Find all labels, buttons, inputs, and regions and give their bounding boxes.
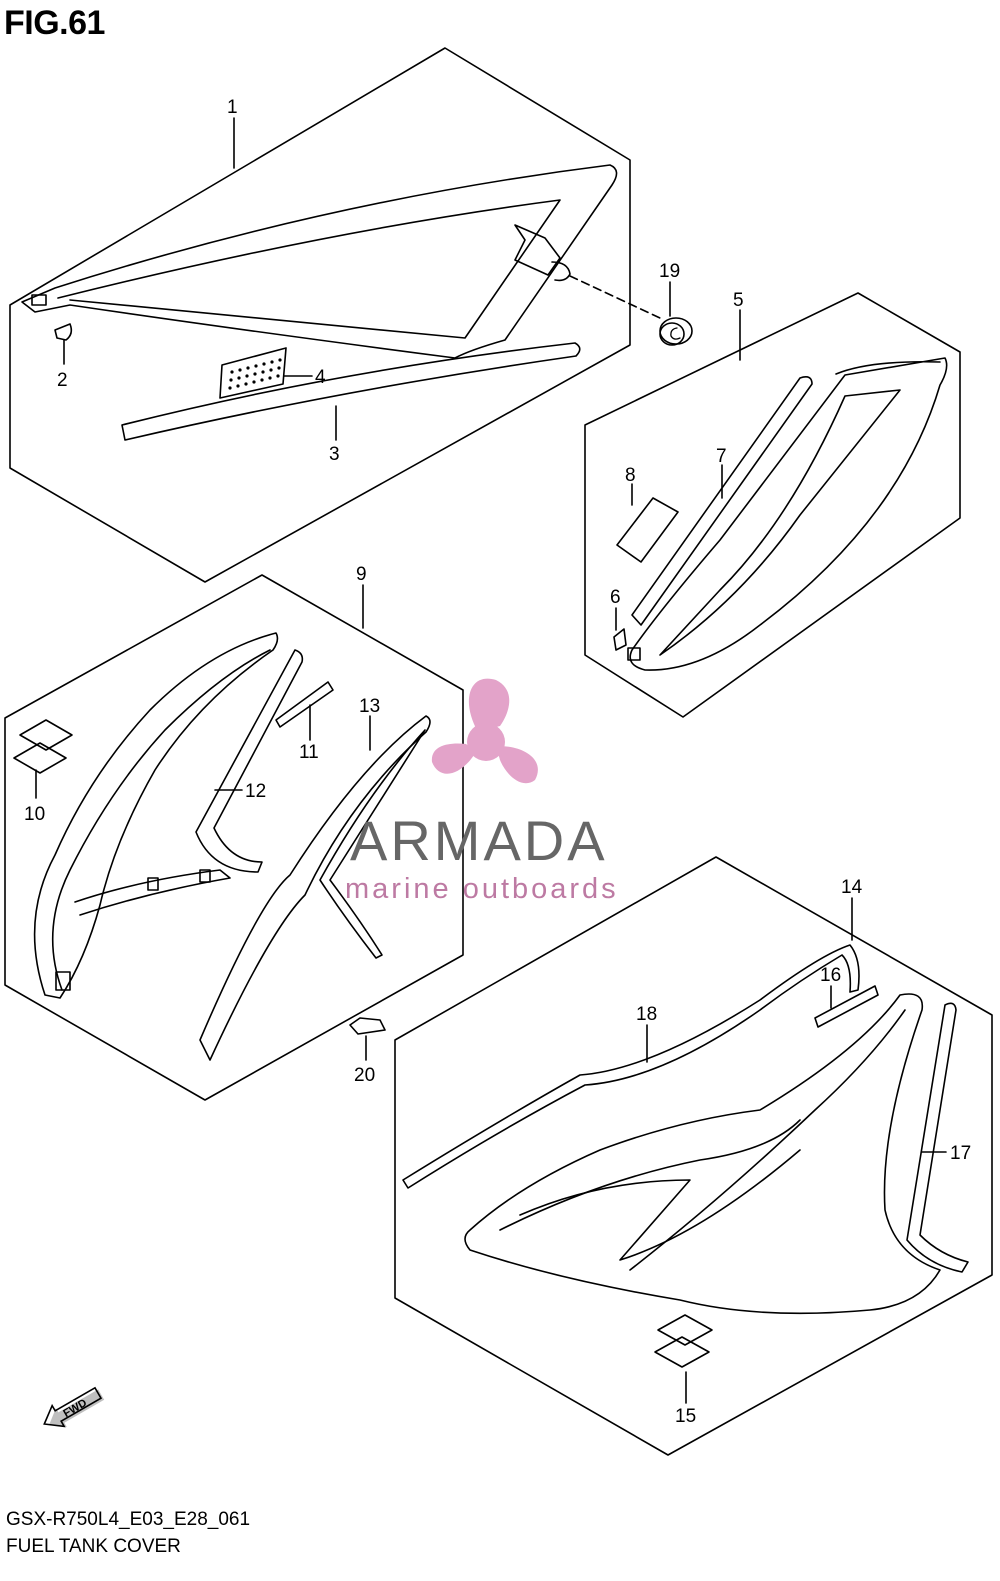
watermark-tagline: marine outboards (345, 873, 619, 905)
callout-6: 6 (610, 587, 621, 608)
callout-10: 10 (24, 804, 45, 825)
figure-title: FIG.61 (4, 4, 105, 42)
part-13-strip (199, 715, 431, 1061)
callout-14: 14 (841, 877, 863, 898)
part-11-pad (275, 681, 334, 728)
watermark-name: ARMADA (350, 809, 608, 872)
panel-boundary-5 (584, 292, 961, 718)
callout-5: 5 (733, 290, 744, 311)
part-13-inner-strip (319, 729, 426, 959)
callout-16: 16 (820, 965, 841, 986)
part-15-emblem (654, 1314, 713, 1368)
propeller-logo-icon (431, 678, 538, 784)
part-6-clip (613, 628, 627, 651)
tank-cover-assembly-part-1 (21, 164, 618, 359)
panel-boundary-14 (394, 856, 993, 1456)
part-2-clip (54, 323, 73, 341)
part-16-pad (814, 985, 879, 1028)
callout-15: 15 (675, 1406, 696, 1427)
part-8-pad (616, 497, 679, 563)
part-20-clip (349, 1017, 386, 1035)
panel-boundary-9 (4, 574, 464, 1101)
diagram-code: GSX-R750L4_E03_E28_061 (6, 1509, 251, 1530)
front-cover-part-9 (33, 632, 279, 999)
panel-boundary-1 (9, 47, 631, 583)
diagram-title: FUEL TANK COVER (6, 1536, 181, 1557)
part-3-trim-strip (121, 342, 581, 441)
part-18-strip (402, 944, 860, 1189)
callout-12: 12 (245, 781, 266, 802)
callout-20: 20 (354, 1065, 375, 1086)
callout-11: 11 (299, 742, 319, 763)
callout-7: 7 (716, 446, 727, 467)
callout-18: 18 (636, 1004, 657, 1025)
callout-labels: 1 2 3 4 5 6 7 8 9 10 11 12 13 14 15 16 1… (24, 97, 971, 1427)
fwd-arrow-icon: FWD (43, 1386, 105, 1428)
callout-13: 13 (359, 696, 380, 717)
part-19-dash-line (569, 275, 661, 319)
callout-3: 3 (329, 444, 340, 465)
part-12-trim (195, 649, 304, 873)
part-17-strip (906, 1002, 969, 1273)
armada-watermark: ARMADA marine outboards (345, 678, 619, 905)
callout-9: 9 (356, 564, 367, 585)
side-cover-part-5 (627, 357, 948, 671)
tank-cover-part-14 (464, 993, 941, 1315)
callout-19: 19 (659, 261, 680, 282)
callout-2: 2 (57, 370, 68, 391)
callout-4: 4 (315, 367, 326, 388)
part-19-grommet (659, 317, 693, 346)
part-7-strip (631, 376, 813, 626)
part-4-pad-texture (228, 358, 282, 390)
callout-17: 17 (950, 1143, 971, 1164)
part-4-pad (219, 347, 287, 399)
callout-1: 1 (227, 97, 238, 118)
figure-footer: GSX-R750L4_E03_E28_061 FUEL TANK COVER (6, 1506, 250, 1560)
part-10-emblem (13, 719, 73, 774)
callout-8: 8 (625, 465, 636, 486)
